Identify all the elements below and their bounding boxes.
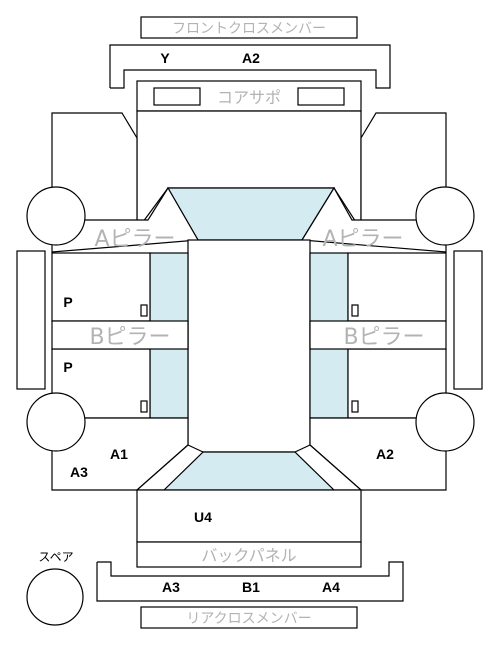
front-bumper-bracket[interactable] xyxy=(109,44,391,89)
headlight-left xyxy=(153,87,201,106)
left-rear-door-grade: P xyxy=(63,359,72,375)
core-support-label: コアサポ xyxy=(217,88,281,107)
a-pillar-right[interactable] xyxy=(300,186,447,253)
headlight-right xyxy=(297,87,345,106)
rear-member-grade-center: B1 xyxy=(242,579,260,595)
right-rocker-panel[interactable] xyxy=(453,250,483,390)
front-member-grade-left: Y xyxy=(160,50,170,66)
right-front-door[interactable] xyxy=(347,252,447,322)
front-member-grade-right: A2 xyxy=(242,50,260,66)
roof-panel[interactable] xyxy=(187,239,311,453)
b-pillar-right[interactable] xyxy=(309,320,447,350)
left-rear-door-handle xyxy=(140,400,148,413)
front-left-tire[interactable] xyxy=(26,186,86,246)
trunk-grade: U4 xyxy=(194,509,212,525)
front-right-tire[interactable] xyxy=(415,186,475,246)
rear-left-tire[interactable] xyxy=(26,392,86,452)
left-rear-fender-grade-upper: A1 xyxy=(110,446,128,462)
b-pillar-label-left: Bピラー xyxy=(89,325,170,350)
left-rocker-panel[interactable] xyxy=(16,250,46,390)
rear-bumper-bracket[interactable] xyxy=(96,561,404,602)
right-rear-door-handle xyxy=(351,400,359,413)
rear-right-tire[interactable] xyxy=(415,392,475,452)
rear-cross-member-label: リアクロスメンバー xyxy=(186,611,311,627)
b-pillar-left[interactable] xyxy=(51,320,189,350)
b-pillar-label-right: Bピラー xyxy=(343,325,424,350)
spare-tire[interactable] xyxy=(26,568,84,626)
left-front-door[interactable] xyxy=(51,252,151,322)
right-front-door-handle xyxy=(351,304,359,317)
left-front-door-handle xyxy=(140,304,148,317)
back-panel-box[interactable] xyxy=(136,541,362,568)
rear-member-grade-left: A3 xyxy=(162,579,180,595)
back-panel-label: バックパネル xyxy=(201,546,296,565)
a-pillar-left[interactable] xyxy=(51,186,199,253)
left-rear-fender-grade-lower: A3 xyxy=(70,464,88,480)
a-pillar-label-left: Aピラー xyxy=(94,227,175,252)
front-cross-member-box[interactable] xyxy=(140,16,358,39)
rear-member-grade-right: A4 xyxy=(322,579,340,595)
left-front-door-grade: P xyxy=(63,294,72,310)
trunk-lid[interactable] xyxy=(136,489,362,543)
rear-cross-member-box[interactable] xyxy=(140,606,358,629)
a-pillar-label-right: Aピラー xyxy=(322,227,403,252)
right-rear-fender-grade: A2 xyxy=(376,446,394,462)
spare-label: スペア xyxy=(38,550,73,564)
front-cross-member-label: フロントクロスメンバー xyxy=(172,21,326,37)
